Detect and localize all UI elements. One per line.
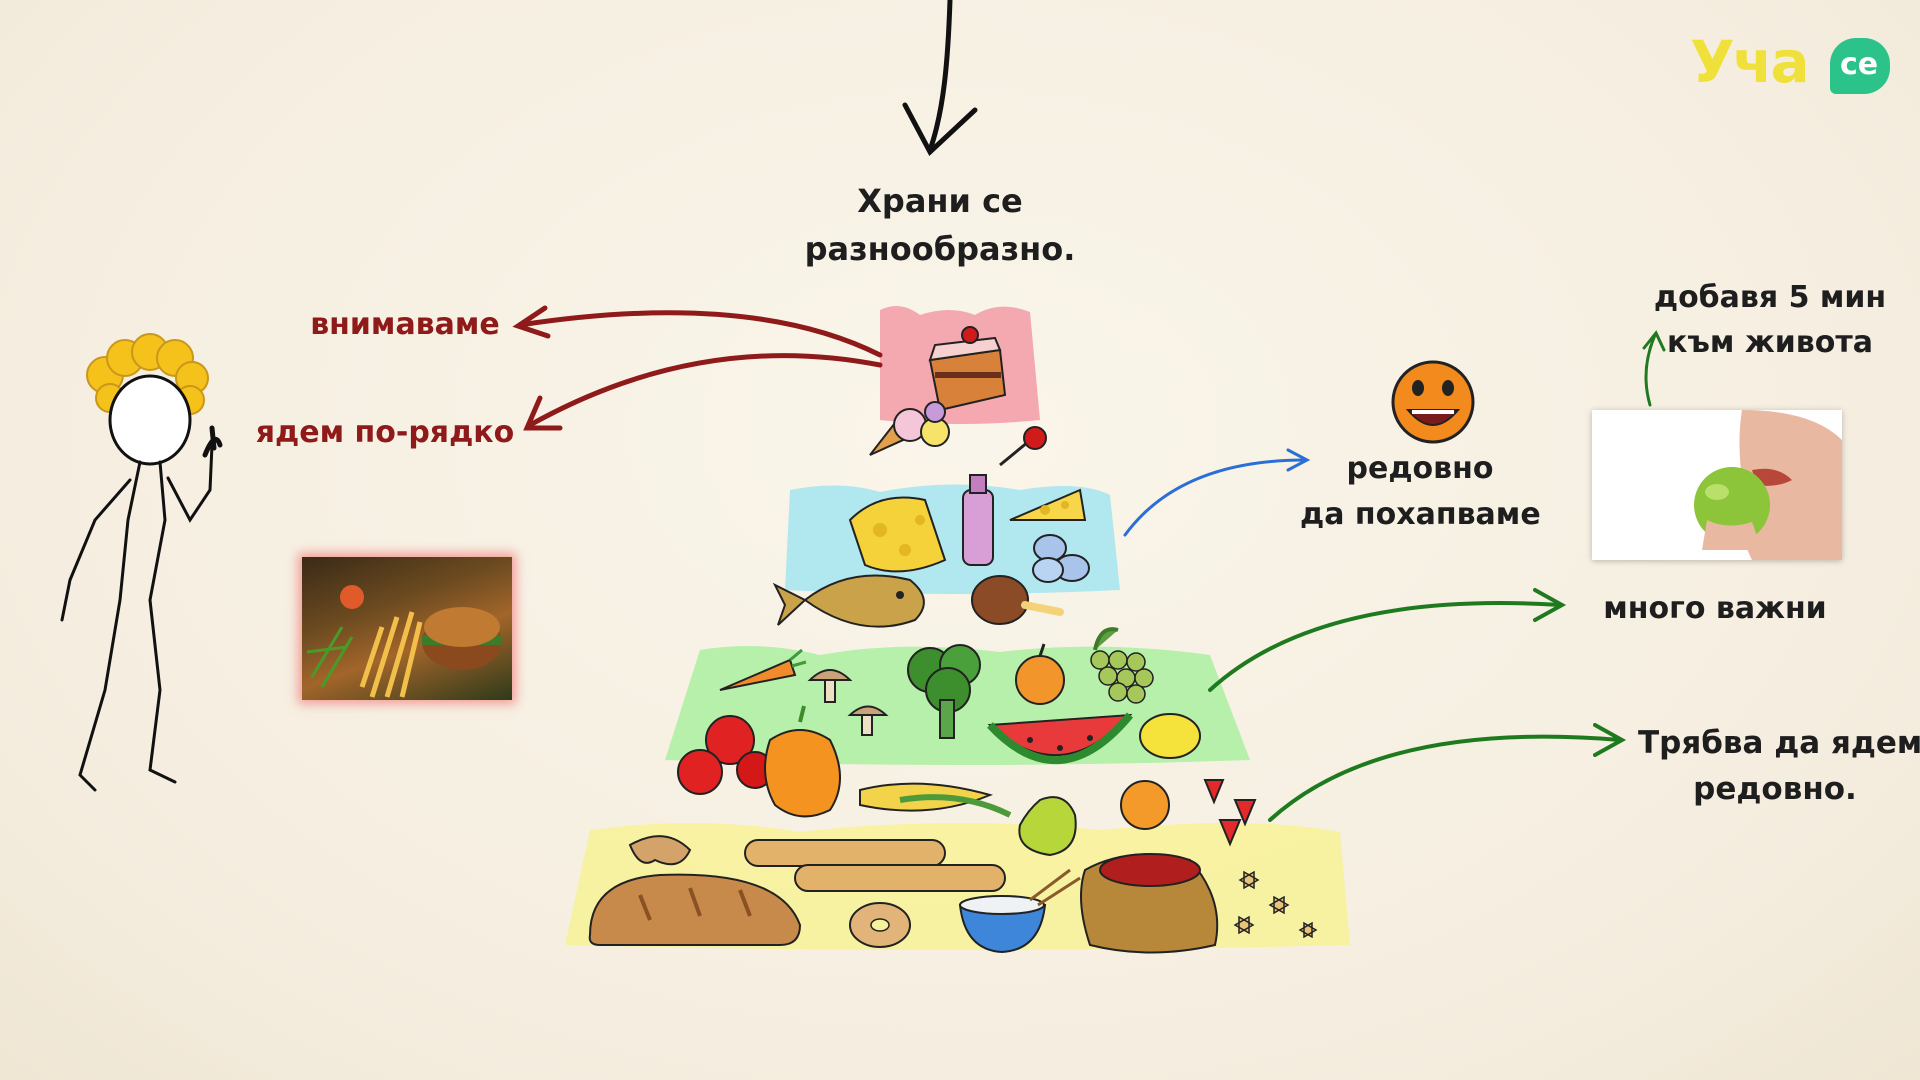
uchase-logo[interactable]: Уча се [1690,28,1900,108]
stick-figure-icon [60,333,223,792]
child-eating-apple-photo [1592,410,1842,560]
eggs-icon [1032,534,1090,583]
caption-line-1: Храни се [857,182,1023,220]
label-adds-line-1: добавя 5 мин [1653,280,1887,315]
label-snack-line-2: да похапваме [1300,497,1541,532]
candy-icon [999,426,1047,467]
red-arrows [512,305,883,431]
rice-bowl-icon [958,868,1081,954]
fast-food-photo [302,557,512,700]
pasta-icon [1233,870,1318,939]
logo-text: Уча [1690,28,1810,96]
grain-sack-icon [1080,853,1219,954]
broccoli-icon [907,644,981,739]
cheese-icon [1009,488,1087,521]
label-snack-line-1: редовно [1346,451,1494,486]
pear-icon [1018,796,1077,857]
smiley-icon [1391,360,1475,444]
chicken-leg-icon [971,575,1064,625]
grapes-icon [1090,627,1154,704]
label-adds-line-2: към живота [1667,325,1873,360]
ice-cream-icon [869,401,950,456]
pepper-icon [764,705,841,818]
carrot-icon [719,648,807,691]
corn-icon [859,782,1012,818]
fish-icon [772,574,925,628]
strawberry-icon [1203,779,1257,847]
milk-bottle-icon [962,474,994,566]
croissant-icon [628,835,692,866]
apple-icon [1015,643,1065,705]
tomato-icon [677,715,774,795]
label-eat-rarely: ядем по-рядко [255,415,515,450]
lemon-icon [1139,713,1201,759]
caption-line-2: разнообразно. [804,230,1076,268]
green-arrows [1208,330,1666,822]
logo-badge-text: се [1840,47,1879,82]
label-careful: внимаваме [310,307,500,342]
watermelon-icon [987,712,1134,764]
baguette-icon [744,839,1006,892]
bagel-icon [849,902,911,948]
label-very-important: много важни [1603,591,1827,626]
down-arrow-icon [902,0,978,157]
mushroom-icon [807,669,889,736]
logo-badge: се [1830,38,1890,94]
blue-arrow [1123,448,1311,537]
label-must-eat-line-2: редовно. [1693,771,1857,807]
label-must-eat-line-1: Трябва да ядем [1638,725,1920,761]
cake-icon [928,326,1007,412]
bread-icon [588,873,802,946]
apple-icon [1120,780,1170,830]
cheese-icon [848,496,947,573]
